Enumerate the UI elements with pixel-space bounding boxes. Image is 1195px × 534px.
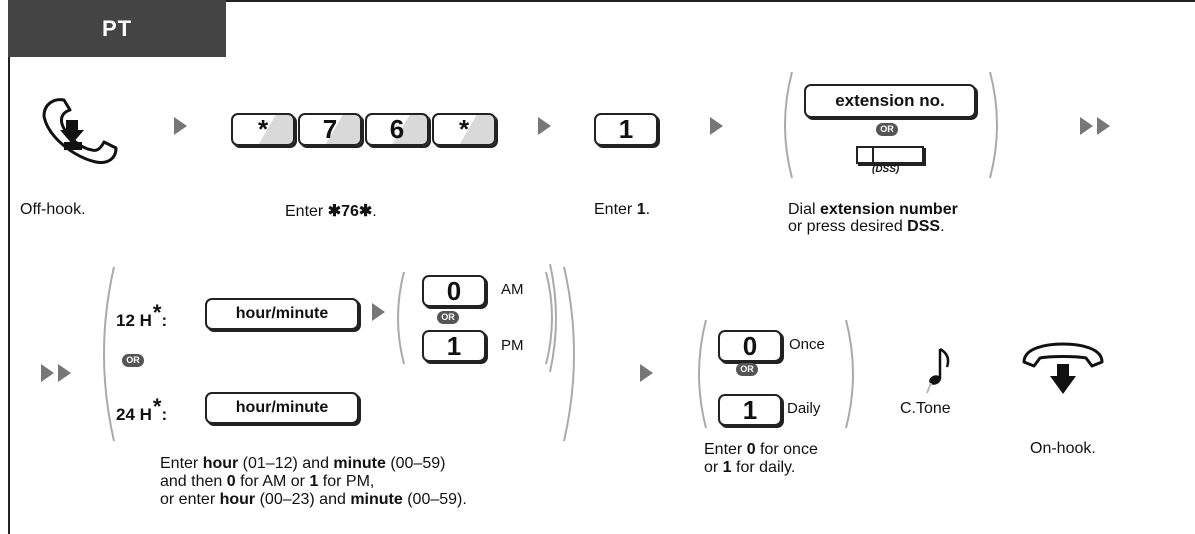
key-1-pm: 1 bbox=[422, 330, 486, 362]
double-arrow-c bbox=[41, 364, 54, 382]
left-paren-time bbox=[103, 266, 115, 442]
right-paren-ampm-outer bbox=[549, 263, 557, 373]
left-paren-ext bbox=[784, 71, 793, 179]
arrow-step-2 bbox=[538, 117, 551, 135]
left-paren-once bbox=[698, 319, 707, 429]
enter-1-label: Enter 1. bbox=[594, 201, 651, 218]
enter-star76-label: Enter ✱76✱. bbox=[285, 203, 377, 220]
key-star-2: * bbox=[432, 113, 496, 146]
once-label: Once bbox=[789, 336, 825, 353]
key-6: 6 bbox=[365, 113, 429, 146]
double-arrow-a bbox=[1080, 117, 1093, 135]
time-description: Enter hour (01–12) and minute (00–59) an… bbox=[160, 455, 467, 508]
or-badge-12-24: OR bbox=[122, 354, 144, 367]
arrow-step-3 bbox=[710, 117, 723, 135]
hour-minute-key-24h: hour/minute bbox=[205, 392, 359, 424]
12h-label: 12 H*: bbox=[116, 300, 168, 330]
ctone-label: C.Tone bbox=[900, 400, 951, 417]
frame-left-border bbox=[8, 0, 10, 534]
repeat-description: Enter 0 for once or 1 for daily. bbox=[704, 441, 818, 476]
right-paren-ext bbox=[989, 71, 998, 179]
pt-tab: PT bbox=[8, 0, 226, 57]
24h-label: 24 H*: bbox=[116, 394, 168, 424]
dss-caption: (DSS) bbox=[872, 164, 900, 175]
or-badge-ampm: OR bbox=[437, 311, 459, 324]
arrow-once-daily bbox=[640, 364, 653, 382]
right-paren-ampm bbox=[545, 271, 553, 365]
arrow-step-1 bbox=[174, 117, 187, 135]
right-paren-once bbox=[845, 319, 854, 429]
key-star: * bbox=[231, 113, 295, 146]
double-arrow-b bbox=[1097, 117, 1110, 135]
arrow-ampm bbox=[372, 303, 385, 321]
key-7: 7 bbox=[298, 113, 362, 146]
dss-button-icon bbox=[856, 146, 924, 164]
on-hook-handset-icon bbox=[1022, 342, 1104, 394]
key-0-am: 0 bbox=[422, 275, 486, 307]
or-badge-ext: OR bbox=[876, 123, 898, 136]
frame-top-border bbox=[8, 0, 1195, 2]
key-0-once: 0 bbox=[718, 330, 782, 362]
extension-no-key: extension no. bbox=[804, 84, 976, 118]
daily-label: Daily bbox=[787, 400, 821, 417]
key-1: 1 bbox=[594, 113, 658, 146]
key-1-daily: 1 bbox=[718, 394, 782, 426]
onhook-label: On-hook. bbox=[1030, 440, 1096, 457]
am-label: AM bbox=[501, 281, 524, 298]
left-paren-ampm bbox=[397, 271, 405, 365]
music-note-icon bbox=[926, 347, 950, 394]
pm-label: PM bbox=[501, 337, 524, 354]
double-arrow-d bbox=[58, 364, 71, 382]
or-badge-once: OR bbox=[736, 363, 758, 376]
off-hook-handset-icon bbox=[42, 98, 118, 164]
hour-minute-key-12h: hour/minute bbox=[205, 298, 359, 330]
right-paren-time bbox=[563, 266, 575, 442]
offhook-label: Off-hook. bbox=[20, 201, 86, 218]
